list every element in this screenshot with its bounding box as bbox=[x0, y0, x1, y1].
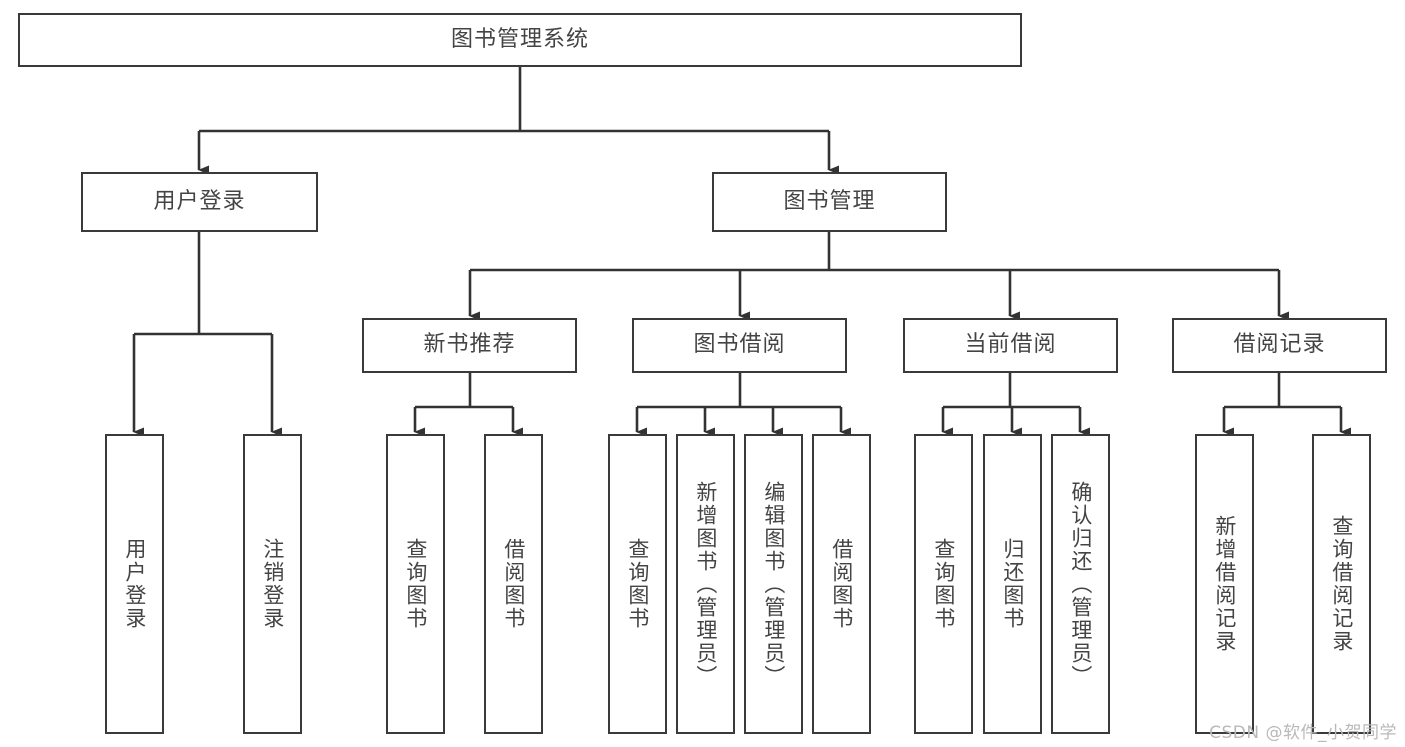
node-book-manage[interactable]: 图书管理 bbox=[712, 172, 947, 232]
node-leaf-edit-book-label: 编辑图书（管理员） bbox=[761, 480, 786, 688]
node-leaf-return-book-label: 归还图书 bbox=[1000, 538, 1025, 630]
node-leaf-query-borrow-record-label: 查询借阅记录 bbox=[1329, 515, 1354, 653]
node-leaf-query-borrow-record[interactable]: 查询借阅记录 bbox=[1312, 434, 1371, 734]
node-user-login-label: 用户登录 bbox=[153, 188, 246, 214]
node-user-login[interactable]: 用户登录 bbox=[81, 172, 318, 232]
node-book-borrow-label: 图书借阅 bbox=[693, 332, 786, 358]
node-leaf-query-book-borrow[interactable]: 查询图书 bbox=[608, 434, 667, 734]
node-current-borrow-label: 当前借阅 bbox=[964, 332, 1057, 358]
node-leaf-add-book-label: 新增图书（管理员） bbox=[693, 480, 718, 688]
node-leaf-borrow-book[interactable]: 借阅图书 bbox=[812, 434, 871, 734]
node-leaf-add-borrow-record-label: 新增借阅记录 bbox=[1212, 515, 1237, 653]
node-book-manage-label: 图书管理 bbox=[783, 188, 876, 214]
node-leaf-edit-book[interactable]: 编辑图书（管理员） bbox=[744, 434, 803, 734]
node-leaf-query-book-recommend[interactable]: 查询图书 bbox=[386, 434, 445, 734]
node-leaf-borrow-book-label: 借阅图书 bbox=[829, 538, 854, 630]
node-leaf-logout[interactable]: 注销登录 bbox=[243, 434, 302, 734]
node-leaf-user-login-label: 用户登录 bbox=[122, 538, 147, 630]
node-borrow-record[interactable]: 借阅记录 bbox=[1172, 318, 1387, 373]
node-leaf-confirm-return-label: 确认归还（管理员） bbox=[1068, 480, 1093, 688]
node-leaf-borrow-book-recommend-label: 借阅图书 bbox=[501, 538, 526, 630]
node-leaf-query-book-borrow-label: 查询图书 bbox=[625, 538, 650, 630]
node-root-label: 图书管理系统 bbox=[450, 26, 589, 52]
node-borrow-record-label: 借阅记录 bbox=[1233, 332, 1326, 358]
node-leaf-return-book[interactable]: 归还图书 bbox=[983, 434, 1042, 734]
node-leaf-confirm-return[interactable]: 确认归还（管理员） bbox=[1051, 434, 1110, 734]
watermark-text: CSDN @软件_小贺同学 bbox=[1209, 723, 1397, 743]
node-leaf-query-book-current-label: 查询图书 bbox=[931, 538, 956, 630]
node-leaf-user-login[interactable]: 用户登录 bbox=[105, 434, 164, 734]
node-leaf-add-borrow-record[interactable]: 新增借阅记录 bbox=[1195, 434, 1254, 734]
node-leaf-logout-label: 注销登录 bbox=[260, 538, 285, 630]
node-leaf-query-book-recommend-label: 查询图书 bbox=[403, 538, 428, 630]
node-book-borrow[interactable]: 图书借阅 bbox=[632, 318, 847, 373]
node-leaf-query-book-current[interactable]: 查询图书 bbox=[914, 434, 973, 734]
node-current-borrow[interactable]: 当前借阅 bbox=[903, 318, 1118, 373]
node-new-book-recommend-label: 新书推荐 bbox=[423, 332, 516, 358]
node-root[interactable]: 图书管理系统 bbox=[18, 13, 1022, 67]
node-leaf-borrow-book-recommend[interactable]: 借阅图书 bbox=[484, 434, 543, 734]
node-new-book-recommend[interactable]: 新书推荐 bbox=[362, 318, 577, 373]
node-leaf-add-book[interactable]: 新增图书（管理员） bbox=[676, 434, 735, 734]
